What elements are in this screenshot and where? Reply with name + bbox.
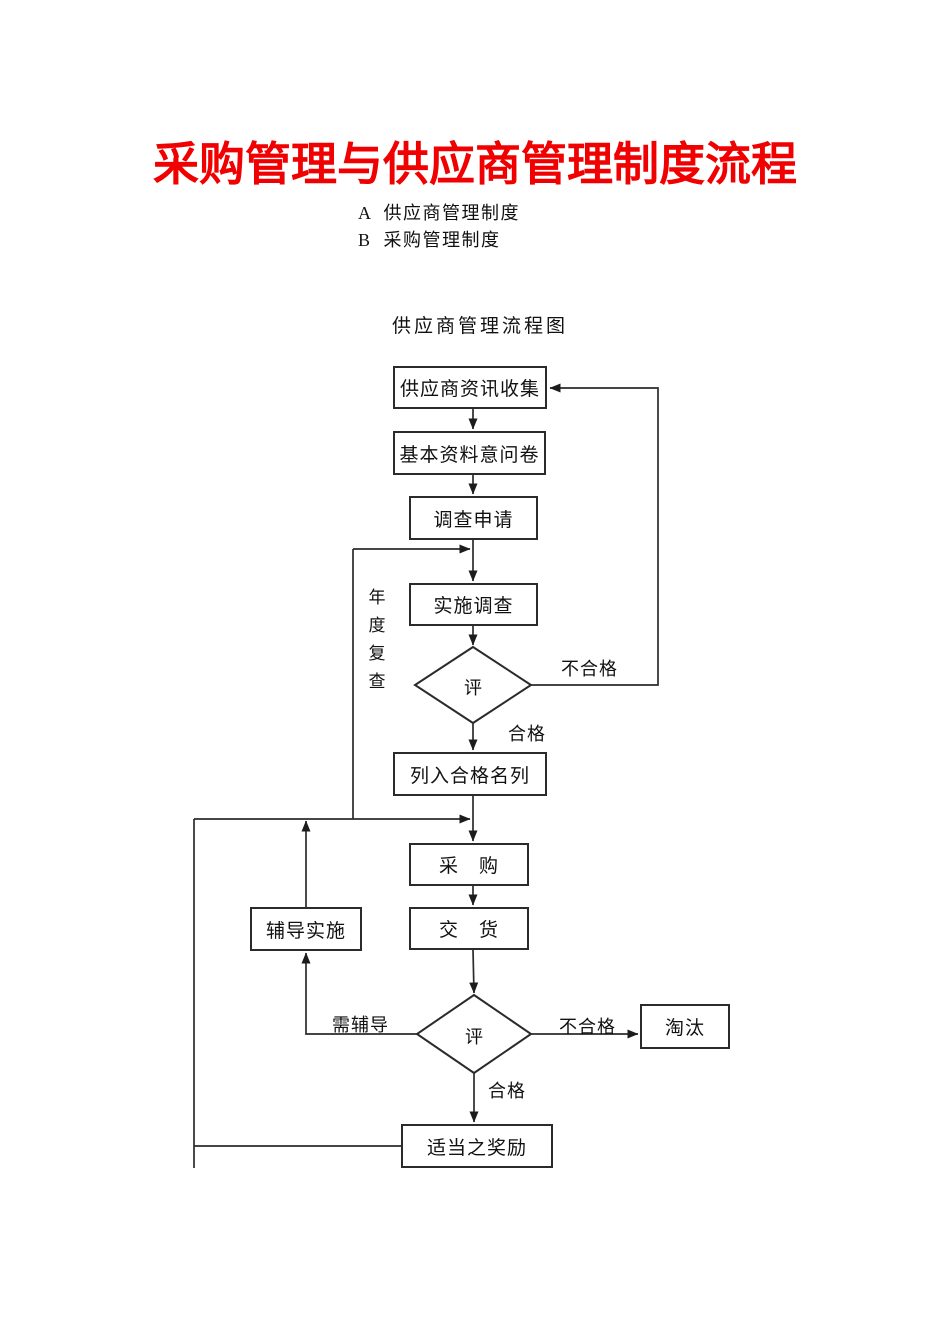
edge-label-unqualified-top: 不合格 [561,659,618,679]
node-appropriate-reward: 适当之奖励 [401,1124,553,1168]
decision-diamond-evaluate1 [413,645,533,725]
decision-diamond-evaluate2 [415,993,533,1075]
node-delivery: 交 货 [409,907,529,950]
edge-label-annual-review: 年度复查 [368,588,386,691]
node-purchase: 采 购 [409,843,529,886]
edge-label-needs-coaching: 需辅导 [332,1015,389,1035]
node-coaching-implementation: 辅导实施 [250,907,362,951]
edge-delivery-to-evaluate2 [469,949,479,994]
node-eliminate: 淘汰 [640,1004,730,1049]
edge-label-qualified-bottom: 合格 [488,1081,526,1101]
edge-evaluate2-needs-coaching [301,952,417,1035]
page-title: 采购管理与供应商管理制度流程 [153,139,797,190]
node-survey-request: 调查申请 [409,496,538,540]
edge-label-unqualified-bottom: 不合格 [559,1017,616,1037]
decision-label-evaluate2: 评 [465,1027,483,1047]
list-item-b: B 采购管理制度 [358,230,501,250]
node-supplier-info-collection: 供应商资讯收集 [393,366,547,409]
edge-evaluate1-unqualified-loop [531,383,659,686]
node-qualified-list: 列入合格名列 [393,752,547,796]
node-conduct-survey: 实施调查 [409,583,538,626]
edge-label-qualified-top: 合格 [508,724,546,744]
list-item-a: A 供应商管理制度 [358,203,521,223]
flowchart-title: 供应商管理流程图 [392,316,569,337]
node-basic-info-questionnaire: 基本资料意问卷 [393,431,546,475]
decision-label-evaluate1: 评 [464,678,482,698]
